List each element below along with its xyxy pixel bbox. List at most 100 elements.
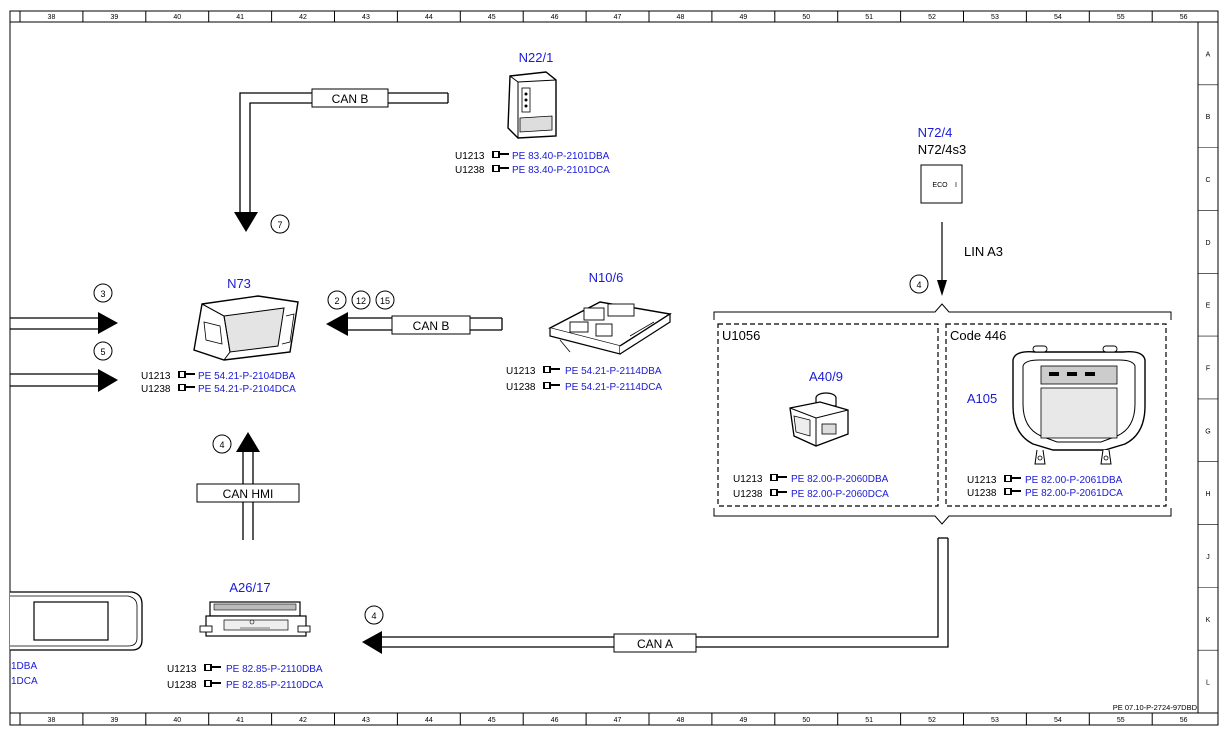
ruler-column-number: 43 — [362, 14, 370, 21]
a105-label[interactable]: A105 — [967, 391, 997, 406]
ref-circle-7[interactable]: 7 — [277, 220, 282, 230]
ruler-column-number: 47 — [614, 717, 622, 724]
a40-9-label[interactable]: A40/9 — [809, 369, 843, 384]
hand-pointer-icon — [204, 664, 221, 671]
a105-panel-icon — [1012, 345, 1146, 465]
eco-switch-text: ECO — [932, 182, 948, 189]
n72-4-label[interactable]: N72/4 — [918, 125, 953, 140]
ruler-column-number: 42 — [299, 14, 307, 21]
display-module-icon — [10, 591, 143, 651]
ref-link[interactable]: PE 83.40-P-2101DCA — [512, 165, 610, 176]
ruler-column-number: 53 — [991, 14, 999, 21]
ruler-row-letter: A — [1206, 51, 1211, 58]
eco-switch-mark: I — [955, 182, 957, 189]
ref-code: U1213 — [455, 151, 485, 162]
ref-link[interactable]: PE 82.00-P-2060DBA — [791, 474, 889, 485]
can-b-mid-box — [391, 315, 471, 335]
ref-code: U1238 — [141, 384, 171, 395]
ruler-column-number: 50 — [802, 14, 810, 21]
ref-link[interactable]: PE 82.00-P-2060DCA — [791, 489, 889, 500]
hand-pointer-icon — [770, 489, 787, 496]
ruler-row-letter: E — [1206, 303, 1211, 310]
n10-6-label[interactable]: N10/6 — [589, 270, 624, 285]
ruler-row-letter: K — [1206, 617, 1211, 624]
n73-label[interactable]: N73 — [227, 276, 251, 291]
ref-link[interactable]: PE 54.21-P-2114DCA — [565, 382, 662, 393]
hand-pointer-icon — [178, 371, 195, 378]
ref-code: U1213 — [141, 371, 171, 382]
can-a-label[interactable]: CAN A — [637, 637, 673, 651]
ref-circle — [364, 605, 384, 625]
n22-1-module-icon — [507, 71, 557, 139]
hand-pointer-icon — [1004, 488, 1021, 495]
u1056-label[interactable]: U1056 — [722, 328, 760, 343]
ref-code: U1238 — [506, 382, 536, 393]
ruler-column-number: 43 — [362, 717, 370, 724]
ref-link[interactable]: PE 83.40-P-2101DBA — [512, 151, 610, 162]
can-b-top-label[interactable]: CAN B — [332, 92, 369, 106]
a40-9-module-icon — [789, 392, 849, 447]
left-input-line-5 — [10, 369, 118, 392]
can-a-box — [613, 633, 697, 653]
can-b-top-box — [311, 88, 389, 108]
can-b-top-line — [234, 92, 449, 232]
ref-code: U1238 — [167, 680, 197, 691]
code-446-group — [945, 323, 1167, 507]
code-446-label[interactable]: Code 446 — [950, 328, 1006, 343]
ruler-column-number: 55 — [1117, 14, 1125, 21]
ruler-column-number: 54 — [1054, 14, 1062, 21]
ref-circle-5[interactable]: 5 — [100, 347, 105, 357]
ref-link[interactable]: PE 54.21-P-2104DCA — [198, 384, 296, 395]
ref-link[interactable]: PE 54.21-P-2104DBA — [198, 371, 296, 382]
n10-6-refs: U1213 PE 54.21-P-2114DBA U1238 PE 54.21-… — [506, 366, 662, 393]
ref-link[interactable]: PE 82.85-P-2110DBA — [226, 664, 323, 675]
ruler-row-letter: C — [1205, 177, 1210, 184]
ref-link[interactable]: PE 82.00-P-2061DBA — [1025, 475, 1123, 486]
ruler-column-number: 51 — [865, 14, 873, 21]
can-hmi-box — [196, 483, 300, 503]
ref-link[interactable]: 1DBA — [11, 661, 37, 672]
ruler-column-number: 44 — [425, 717, 433, 724]
ref-circle — [375, 290, 395, 310]
hand-pointer-icon — [543, 382, 560, 389]
ref-circle-4[interactable]: 4 — [219, 440, 224, 450]
ref-link[interactable]: PE 82.85-P-2110DCA — [226, 680, 323, 691]
n22-1-label[interactable]: N22/1 — [519, 50, 554, 65]
can-b-mid-label[interactable]: CAN B — [413, 319, 450, 333]
ruler-column-number: 45 — [488, 717, 496, 724]
ruler-column-number: 44 — [425, 14, 433, 21]
hand-pointer-icon — [204, 680, 221, 687]
ruler-column-number: 47 — [614, 14, 622, 21]
ref-code: U1238 — [967, 488, 997, 499]
ref-circle-4[interactable]: 4 — [916, 280, 921, 290]
ref-circle — [351, 290, 371, 310]
ref-circle — [327, 290, 347, 310]
n22-1-refs: U1213 PE 83.40-P-2101DBA U1238 PE 83.40-… — [455, 151, 610, 176]
ref-code: U1238 — [733, 489, 763, 500]
lin-a3-label[interactable]: LIN A3 — [964, 244, 1003, 259]
ref-circle-15[interactable]: 15 — [380, 296, 390, 306]
ruler-row-letter: G — [1205, 428, 1210, 435]
ref-circle-12[interactable]: 12 — [356, 296, 366, 306]
ref-circle-4[interactable]: 4 — [371, 611, 376, 621]
ref-circle — [93, 341, 113, 361]
a26-17-label[interactable]: A26/17 — [229, 580, 270, 595]
ref-circle-2[interactable]: 2 — [334, 296, 339, 306]
ruler-column-number: 52 — [928, 14, 936, 21]
ref-link[interactable]: PE 82.00-P-2061DCA — [1025, 488, 1123, 499]
ref-code: U1213 — [506, 366, 536, 377]
ruler-column-number: 42 — [299, 717, 307, 724]
ref-link[interactable]: PE 54.21-P-2114DBA — [565, 366, 662, 377]
eco-switch[interactable] — [920, 164, 963, 204]
ref-code: U1213 — [967, 475, 997, 486]
ruler-column-number: 38 — [48, 717, 56, 724]
ref-circle-3[interactable]: 3 — [100, 289, 105, 299]
arrow-down-icon — [234, 212, 258, 232]
ref-link[interactable]: 1DCA — [11, 676, 38, 687]
can-hmi-label[interactable]: CAN HMI — [223, 487, 274, 501]
n72-4s3-label[interactable]: N72/4s3 — [918, 142, 966, 157]
ruler-column-number: 39 — [110, 717, 118, 724]
ref-circle — [909, 274, 929, 294]
hand-pointer-icon — [492, 151, 509, 158]
